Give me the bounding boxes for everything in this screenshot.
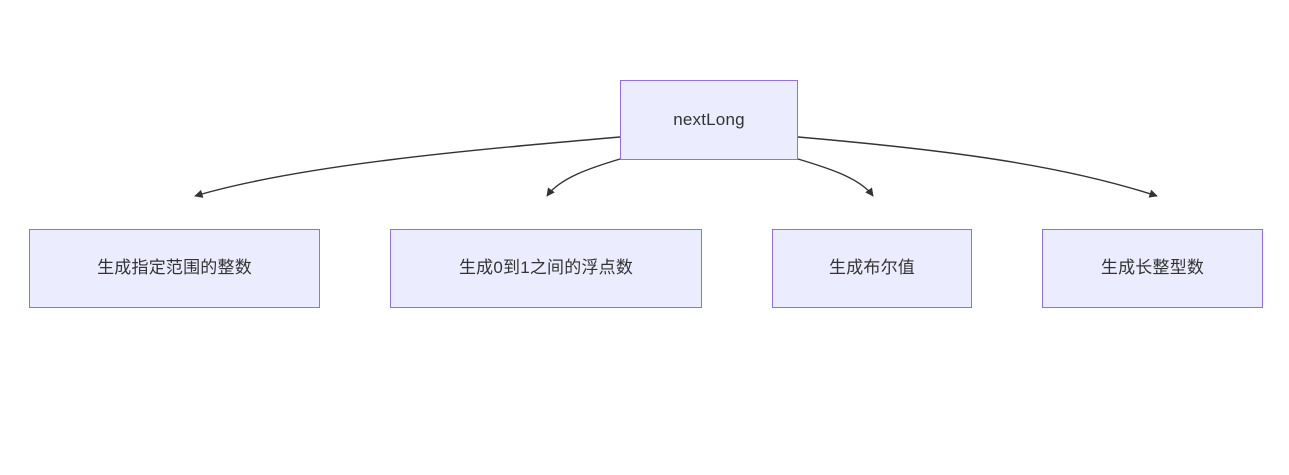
node-leaf-3-label: 生成长整型数 [1100, 258, 1205, 278]
edge-root-to-leaf-1 [546, 158, 621, 197]
node-root-label: nextLong [673, 109, 745, 129]
node-leaf-2-label: 生成布尔值 [829, 258, 915, 278]
edge-root-to-leaf-3 [797, 136, 1158, 198]
node-leaf-1-label: 生成0到1之间的浮点数 [458, 258, 634, 278]
node-leaf-0-label: 生成指定范围的整数 [97, 258, 252, 278]
edge-root-to-leaf-0 [194, 136, 621, 198]
node-leaf-generate-boolean[interactable]: 生成布尔值 [772, 229, 972, 308]
edge-root-to-leaf-2 [797, 158, 874, 197]
node-leaf-generate-long[interactable]: 生成长整型数 [1042, 229, 1263, 308]
node-root[interactable]: nextLong [620, 80, 798, 160]
node-leaf-generate-float-0-to-1[interactable]: 生成0到1之间的浮点数 [390, 229, 702, 308]
node-leaf-generate-int-in-range[interactable]: 生成指定范围的整数 [29, 229, 320, 308]
